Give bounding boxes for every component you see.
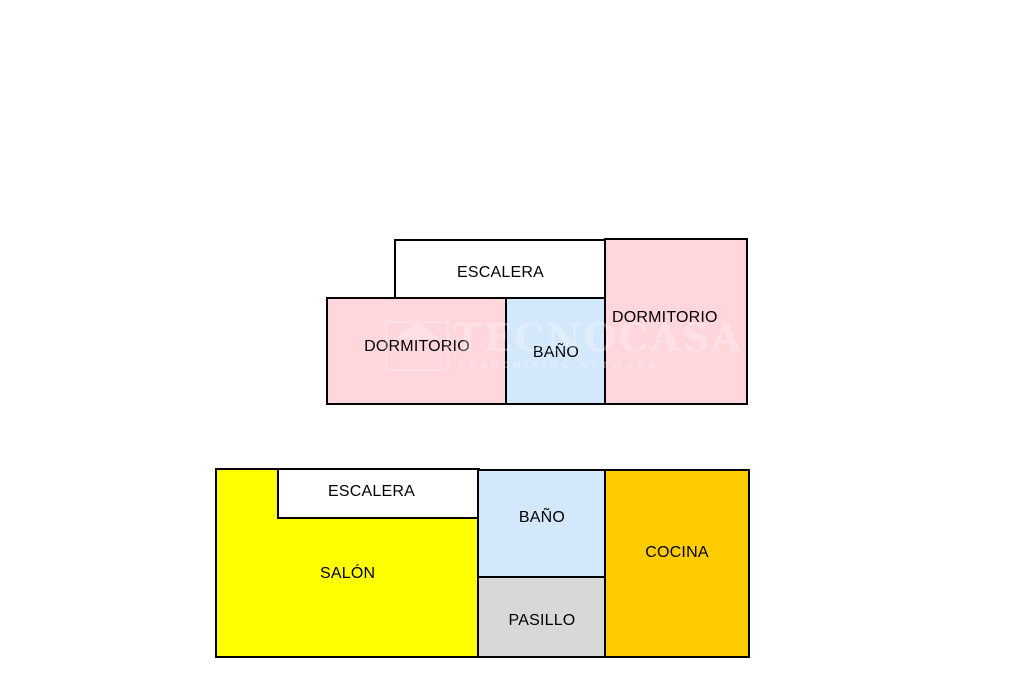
upper-bano-label: BAÑO [532,344,580,361]
lower-bano-label: BAÑO [518,509,566,526]
lower-escalera-label: ESCALERA [328,483,415,500]
upper-dormitorio-right-room: DORMITORIO [604,238,748,405]
upper-escalera-label: ESCALERA [457,264,544,281]
lower-pasillo-room: PASILLO [477,576,607,658]
lower-pasillo-label: PASILLO [508,612,576,629]
upper-dormitorio-left-label: DORMITORIO [364,338,470,355]
upper-bano-room: BAÑO [505,297,607,405]
lower-cocina-room: COCINA [604,469,750,658]
lower-cocina-label: COCINA [645,543,709,561]
lower-escalera-room: ESCALERA [277,468,480,519]
lower-salon-label: SALÓN [320,565,376,582]
upper-dormitorio-right-label: DORMITORIO [612,309,718,326]
upper-escalera-room: ESCALERA [394,239,607,299]
upper-dormitorio-left-room: DORMITORIO [326,297,508,405]
lower-bano-room: BAÑO [477,469,607,579]
